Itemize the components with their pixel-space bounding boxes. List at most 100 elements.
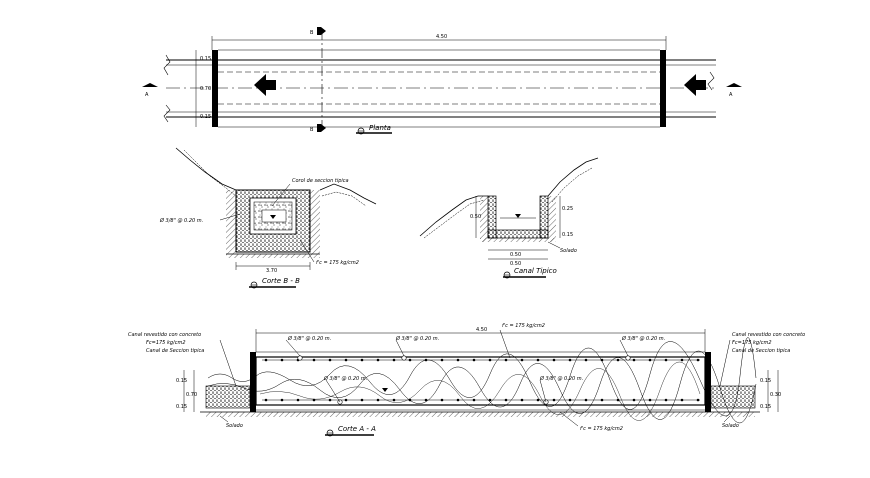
rebar-dot — [600, 358, 604, 362]
rebar-dot — [488, 358, 492, 362]
plan-title-block: Planta — [356, 124, 392, 135]
svg-text:B: B — [310, 127, 314, 133]
rebar-dot — [584, 358, 588, 362]
rebar-dot — [664, 358, 668, 362]
canal-title-block: Canal Tipico — [503, 267, 557, 279]
rebar-dot — [632, 358, 636, 362]
canal-dim-right: 0.25 — [562, 206, 573, 212]
rebar-dot — [424, 358, 428, 362]
rebar-dot — [664, 398, 668, 402]
plan-dim-1: 0.15 — [200, 56, 211, 62]
aa-dim-l3: 0.15 — [176, 404, 187, 410]
rebar-callout-circle — [401, 355, 407, 361]
rebar-dot — [440, 358, 444, 362]
aa-rebar-label-3: Ø 3/8" @ 0.20 m. — [621, 335, 665, 342]
flow-arrow-icon — [254, 74, 276, 96]
rebar-dot — [280, 358, 284, 362]
aa-dim-r3: 0.15 — [760, 404, 771, 410]
section-marker-b-top: B — [310, 27, 326, 36]
canal-dim-width-2: 0.50 — [510, 261, 521, 267]
aa-rebar-label-1: Ø 3/8" @ 0.20 m. — [287, 335, 331, 342]
canal-dim-bottom: 0.15 — [562, 232, 573, 238]
aa-length-dim: 4.50 — [476, 327, 487, 333]
svg-text:A: A — [145, 92, 149, 98]
canal-solado: Solado — [560, 248, 577, 254]
aa-concrete-top: f'c = 175 kg/cm2 — [502, 323, 545, 329]
rebar-dot — [504, 398, 508, 402]
rebar-dot — [296, 398, 300, 402]
svg-text:B: B — [310, 30, 314, 36]
plan-right-wall — [660, 50, 666, 127]
aa-right-note-3: Canal de Seccion tipica — [732, 348, 790, 354]
bb-concrete-label: f'c = 175 kg/cm2 — [316, 260, 359, 266]
rebar-dot — [648, 358, 652, 362]
rebar-dot — [520, 398, 524, 402]
section-marker-b-bottom: B — [310, 124, 326, 133]
rebar-dot — [616, 358, 620, 362]
canal-tipico-view: 0.50 0.25 0.15 0.50 0.50 Solado Canal Ti… — [419, 157, 599, 279]
canal-base-slab — [487, 229, 549, 239]
rebar-dot — [584, 398, 588, 402]
section-bb-view: 3.70 Corol de seccion tipica Ø 3/8" @ 0.… — [159, 147, 377, 289]
aa-right-note-1: Canal revestido con concreto — [732, 332, 805, 338]
rebar-dot — [408, 398, 412, 402]
aa-left-note-3: Canal de Seccion tipica — [146, 348, 204, 354]
rebar-dot — [280, 398, 284, 402]
rebar-dot — [536, 358, 540, 362]
rebar-dot — [424, 398, 428, 402]
aa-title-block: Corte A - A — [325, 425, 376, 437]
bb-rebar-label: Ø 3/8" @ 0.20 m. — [159, 217, 203, 224]
rebar-dot — [392, 398, 396, 402]
plan-left-wall — [212, 50, 218, 127]
rebar-dot — [408, 358, 412, 362]
rebar-dot — [328, 398, 332, 402]
aa-left-note-1: Canal revestido con concreto — [128, 332, 201, 338]
rebar-dot — [376, 398, 380, 402]
section-marker-a-right: A — [726, 83, 742, 98]
aa-dim-l2: 0.70 — [186, 392, 197, 398]
aa-dim-r1: 0.15 — [760, 378, 771, 384]
flow-arrow-icon — [684, 74, 706, 96]
aa-rebar-label-2: Ø 3/8" @ 0.20 m. — [395, 335, 439, 342]
rebar-dot — [472, 398, 476, 402]
rebar-dot — [488, 398, 492, 402]
plan-title: Planta — [369, 124, 391, 132]
canal-dim-width: 0.50 — [510, 252, 521, 258]
rebar-dot — [312, 398, 316, 402]
aa-dim-l1: 0.15 — [176, 378, 187, 384]
rebar-dot — [680, 358, 684, 362]
rebar-dot — [632, 398, 636, 402]
aa-solado-left: Solado — [226, 423, 243, 429]
rebar-dot — [616, 398, 620, 402]
rebar-callout-circle — [297, 355, 303, 361]
rebar-dot — [600, 398, 604, 402]
rebar-dot — [344, 398, 348, 402]
bb-callout-typical: Corol de seccion tipica — [292, 178, 349, 184]
rebar-callout-circle — [625, 355, 631, 361]
rebar-dot — [696, 358, 700, 362]
rebar-dot — [392, 358, 396, 362]
rebar-dot — [520, 358, 524, 362]
rebar-dot — [568, 358, 572, 362]
rebar-dot — [648, 398, 652, 402]
aa-right-note-2: Fc=175 kg/cm2 — [732, 340, 772, 346]
section-aa-view: 4.50 f'c = 175 kg/cm2 f'c = 175 kg/cm2 Ø… — [128, 323, 805, 437]
rebar-dot — [264, 358, 268, 362]
plan-view: 4.50 0.15 0.70 0.15 B B A A — [142, 27, 742, 135]
rebar-dot — [312, 358, 316, 362]
canal-title: Canal Tipico — [514, 267, 557, 275]
aa-rebar-dots — [264, 355, 700, 405]
rebar-dot — [680, 398, 684, 402]
rebar-dot — [456, 398, 460, 402]
rebar-dot — [456, 358, 460, 362]
rebar-dot — [328, 358, 332, 362]
canal-dim-height: 0.50 — [470, 214, 481, 220]
rebar-dot — [504, 358, 508, 362]
aa-rebar-label-4: Ø 3/8" @ 0.20 m. — [323, 375, 367, 382]
bb-width-dim: 3.70 — [266, 268, 277, 274]
bb-title: Corte B - B — [262, 277, 300, 285]
aa-left-note-2: Fc=175 kg/cm2 — [146, 340, 186, 346]
rebar-dot — [360, 398, 364, 402]
bb-title-block: Corte B - B — [249, 277, 300, 289]
